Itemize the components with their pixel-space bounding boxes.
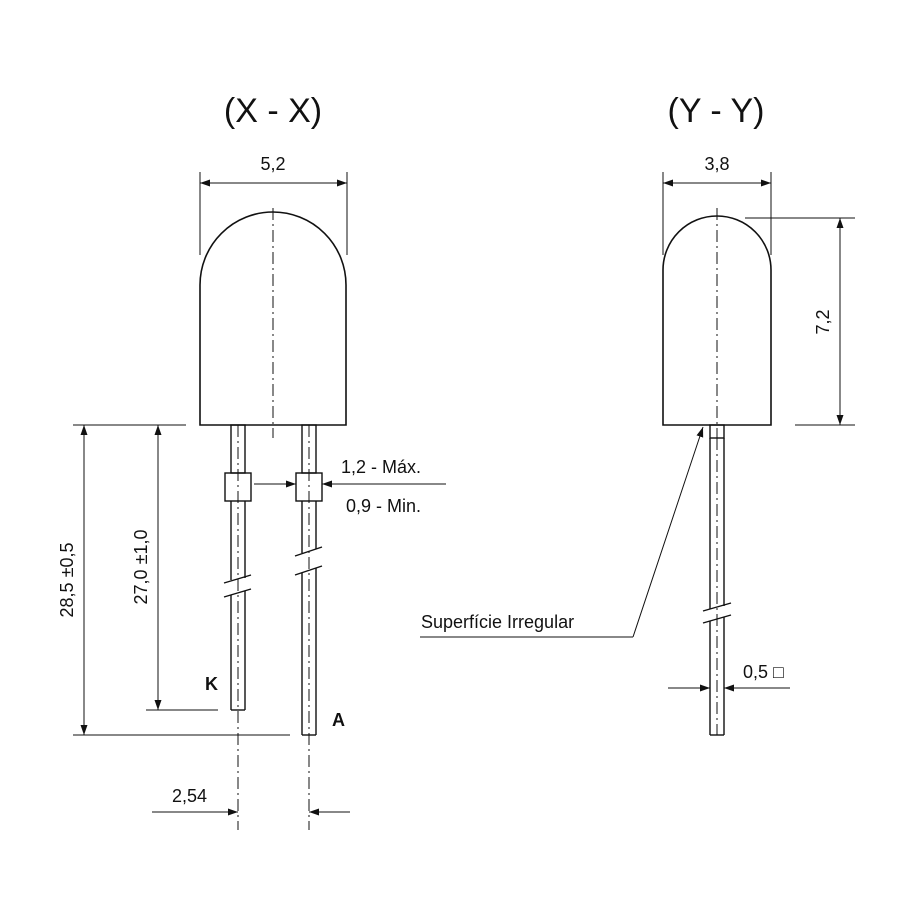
dim-lead-min-label: 0,9 - Min. <box>346 496 421 516</box>
lead-side <box>702 424 732 736</box>
view-x-title: (X - X) <box>224 92 322 130</box>
dim-width-y: 3,8 <box>662 154 772 255</box>
dim-width-x: 5,2 <box>199 154 348 255</box>
dim-total-length-label: 28,5 ±0,5 <box>57 543 77 618</box>
view-y-title: (Y - Y) <box>668 92 765 130</box>
dim-lead-square-label: 0,5 □ <box>743 662 784 682</box>
dim-total-length: 28,5 ±0,5 <box>57 424 290 736</box>
dim-lead-width: 1,2 - Máx. 0,9 - Min. <box>254 457 446 516</box>
dim-lead-square: 0,5 □ <box>668 662 790 692</box>
surface-leader: Superfície Irregular <box>420 426 704 638</box>
lead-anode <box>294 424 323 830</box>
lead-cathode <box>223 424 252 830</box>
dim-pitch-label: 2,54 <box>172 786 207 806</box>
label-surface: Superfície Irregular <box>421 612 574 632</box>
dim-width-x-label: 5,2 <box>260 154 285 174</box>
label-cathode: K <box>205 674 218 694</box>
dim-lead-length: 27,0 ±1,0 <box>131 425 218 711</box>
dim-pitch: 2,54 <box>152 786 350 816</box>
dim-height-y-label: 7,2 <box>813 309 833 334</box>
view-y: (Y - Y) 3,8 7,2 <box>420 92 855 736</box>
dim-lead-length-label: 27,0 ±1,0 <box>131 530 151 605</box>
label-anode: A <box>332 710 345 730</box>
dim-lead-max-label: 1,2 - Máx. <box>341 457 421 477</box>
dim-width-y-label: 3,8 <box>704 154 729 174</box>
view-x: (X - X) 5,2 <box>57 92 446 830</box>
dim-height-y: 7,2 <box>745 217 855 426</box>
